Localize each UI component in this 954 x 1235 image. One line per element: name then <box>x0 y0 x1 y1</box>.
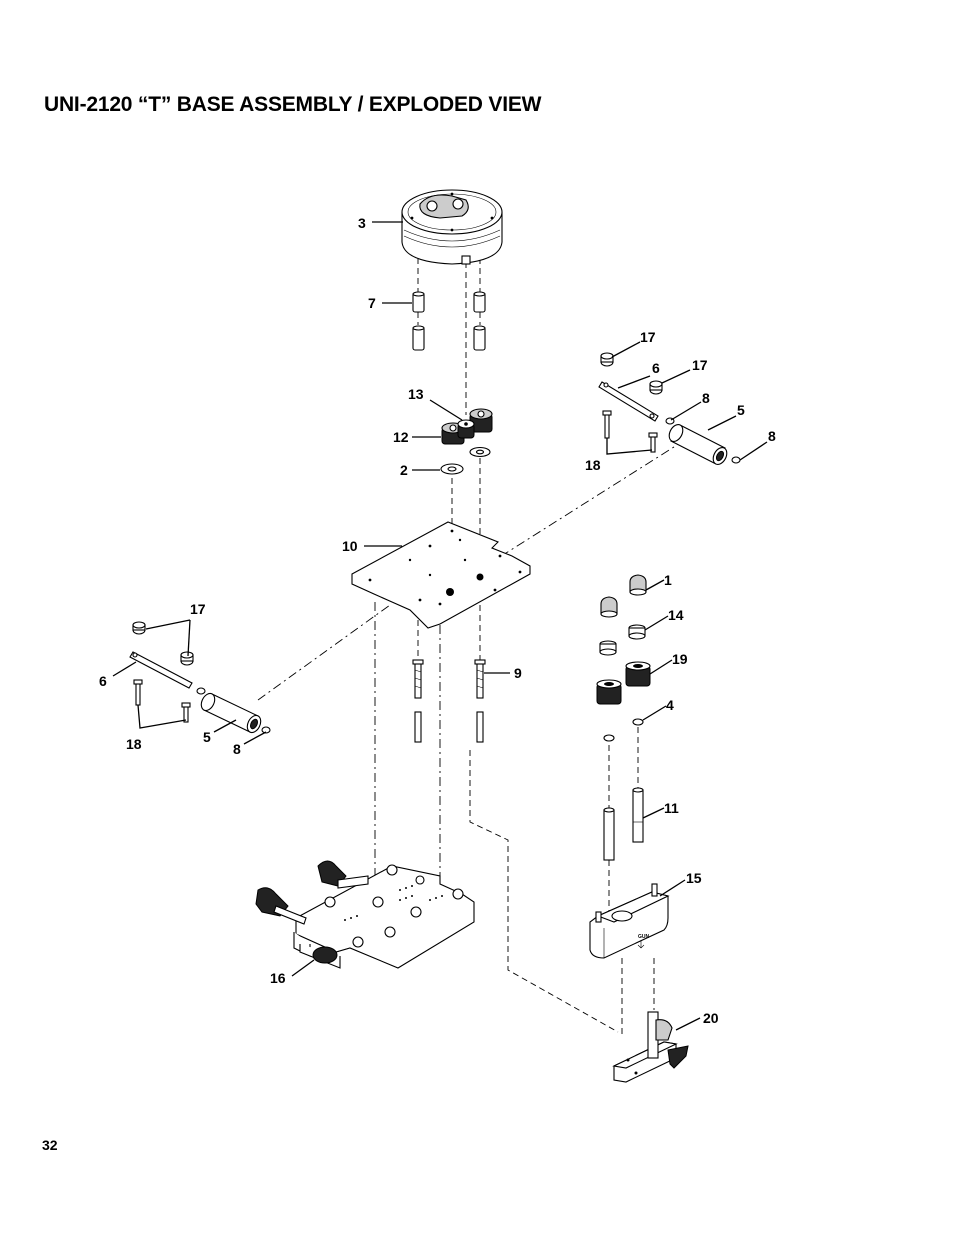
callout-13: 13 <box>408 386 424 402</box>
callout-8-left: 8 <box>233 741 241 757</box>
callout-17-right-a: 17 <box>640 329 656 345</box>
bolt-part <box>412 659 486 743</box>
callout-17-left: 17 <box>190 601 206 617</box>
callout-6-left: 6 <box>99 673 107 689</box>
knob-stack-parts <box>596 574 651 861</box>
callout-labels: 3 7 13 12 2 10 17 6 17 8 5 8 18 17 6 18 … <box>99 215 776 1026</box>
motor-housing-part <box>401 189 503 265</box>
washer-part <box>440 446 491 475</box>
callout-3: 3 <box>358 215 366 231</box>
gun-stamp-text: GUN <box>638 934 650 940</box>
callout-9: 9 <box>514 665 522 681</box>
callout-15: 15 <box>686 870 702 886</box>
page-number: 32 <box>42 1137 58 1153</box>
callout-5-left: 5 <box>203 729 211 745</box>
mounting-plate-part <box>351 521 531 629</box>
callout-5-right: 5 <box>737 402 745 418</box>
spacer-part <box>412 291 486 351</box>
callout-14: 14 <box>668 607 684 623</box>
callout-8-right-b: 8 <box>768 428 776 444</box>
callout-11: 11 <box>664 800 679 816</box>
callout-4: 4 <box>666 697 674 713</box>
callout-20: 20 <box>703 1010 719 1026</box>
callout-16: 16 <box>270 970 286 986</box>
callout-19: 19 <box>672 651 688 667</box>
callout-6-right: 6 <box>652 360 660 376</box>
clamp-block-part: GUN <box>589 883 670 959</box>
callout-18-right: 18 <box>585 457 601 473</box>
right-roller-group <box>598 352 741 465</box>
page-title: UNI-2120 “T” BASE ASSEMBLY / EXPLODED VI… <box>44 93 542 116</box>
callout-2: 2 <box>400 462 408 478</box>
t-base-part <box>255 860 475 969</box>
left-roller-group <box>129 621 271 734</box>
leader-lines <box>112 221 768 1031</box>
callout-1: 1 <box>664 572 672 588</box>
gear-part <box>441 408 493 445</box>
alignment-lines <box>257 258 686 1035</box>
callout-10: 10 <box>342 538 358 554</box>
side-bracket-part <box>612 1011 689 1083</box>
callout-12: 12 <box>393 429 409 445</box>
callout-18-left: 18 <box>126 736 142 752</box>
callout-17-right-b: 17 <box>692 357 708 373</box>
callout-7: 7 <box>368 295 376 311</box>
callout-8-right-a: 8 <box>702 390 710 406</box>
